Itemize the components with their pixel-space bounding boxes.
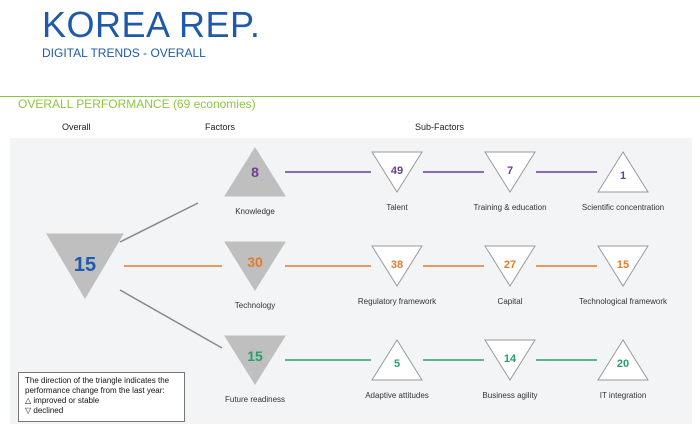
subfactor-triangle-adaptive-attitudes — [371, 339, 423, 381]
legend-box: The direction of the triangle indicates … — [18, 372, 185, 422]
legend-line-2: performance change from the last year: — [25, 386, 165, 395]
subfactor-label-regulatory-framework: Regulatory framework — [357, 297, 437, 306]
subfactor-rank-adaptive-attitudes: 5 — [394, 358, 400, 370]
factor-rank-technology: 30 — [247, 254, 263, 270]
subfactor-rank-talent: 49 — [391, 165, 403, 177]
page-subtitle: DIGITAL TRENDS - OVERALL — [42, 46, 206, 60]
legend-declined-text: declined — [33, 406, 64, 415]
legend-declined: ▽ declined — [25, 406, 178, 416]
subfactor-label-talent: Talent — [386, 203, 408, 212]
column-header-factors: Factors — [205, 122, 236, 132]
section-economies: (69 economies) — [172, 97, 256, 111]
subfactor-rank-capital: 27 — [504, 259, 516, 271]
column-header-overall: Overall — [62, 122, 91, 132]
subfactor-label-business-agility: Business agility — [482, 391, 538, 400]
subfactor-rank-training-education: 7 — [507, 165, 513, 177]
subfactor-triangle-regulatory-framework — [371, 245, 423, 287]
section-rule — [0, 96, 700, 97]
factor-label-future-readiness: Future readiness — [224, 395, 286, 404]
overall-rank: 15 — [74, 254, 96, 276]
legend-line-1: The direction of the triangle indicates … — [25, 376, 170, 385]
subfactor-rank-scientific-concentration: 1 — [620, 170, 626, 182]
subfactor-rank-business-agility: 14 — [504, 353, 517, 365]
subfactor-rank-it-integration: 20 — [617, 358, 629, 370]
factor-rank-future-readiness: 15 — [247, 348, 263, 364]
subfactor-triangle-technological-framework — [597, 245, 649, 287]
section-title-text: OVERALL PERFORMANCE — [18, 97, 170, 111]
legend-improved: △ improved or stable — [25, 396, 178, 406]
column-header-subfactors: Sub-Factors — [415, 122, 465, 132]
subfactor-rank-regulatory-framework: 38 — [391, 259, 403, 271]
factor-label-knowledge: Knowledge — [235, 207, 275, 216]
subfactor-rank-technological-framework: 15 — [617, 259, 629, 271]
overall-triangle — [46, 233, 124, 299]
factor-triangle-future-readiness — [224, 335, 286, 385]
legend-improved-text: improved or stable — [33, 396, 100, 405]
subfactor-label-it-integration: IT integration — [599, 391, 647, 400]
subfactor-triangle-business-agility — [484, 339, 536, 381]
factor-label-technology: Technology — [234, 301, 276, 310]
factor-triangle-knowledge — [224, 147, 286, 197]
subfactor-triangle-it-integration — [597, 339, 649, 381]
subfactor-label-capital: Capital — [497, 297, 523, 306]
section-title: OVERALL PERFORMANCE (69 economies) — [18, 97, 256, 111]
subfactor-triangle-talent — [371, 151, 423, 193]
triangle-up-icon: △ — [25, 396, 32, 405]
connector-overall-future — [119, 289, 223, 349]
page-title: KOREA REP. — [42, 4, 261, 45]
factor-rank-knowledge: 8 — [251, 164, 259, 180]
subfactor-label-scientific-concentration: Scientific concentration — [581, 203, 665, 212]
subfactor-label-training-education: Training & education — [473, 203, 547, 212]
subfactor-triangle-capital — [484, 245, 536, 287]
subfactor-label-adaptive-attitudes: Adaptive attitudes — [365, 391, 429, 400]
connector-overall-knowledge — [119, 202, 199, 243]
factor-triangle-technology — [224, 241, 286, 291]
triangle-down-icon: ▽ — [25, 406, 32, 415]
subfactor-label-technological-framework: Technological framework — [578, 297, 668, 306]
subfactor-triangle-scientific-concentration — [597, 151, 649, 193]
subfactor-triangle-training-education — [484, 151, 536, 193]
